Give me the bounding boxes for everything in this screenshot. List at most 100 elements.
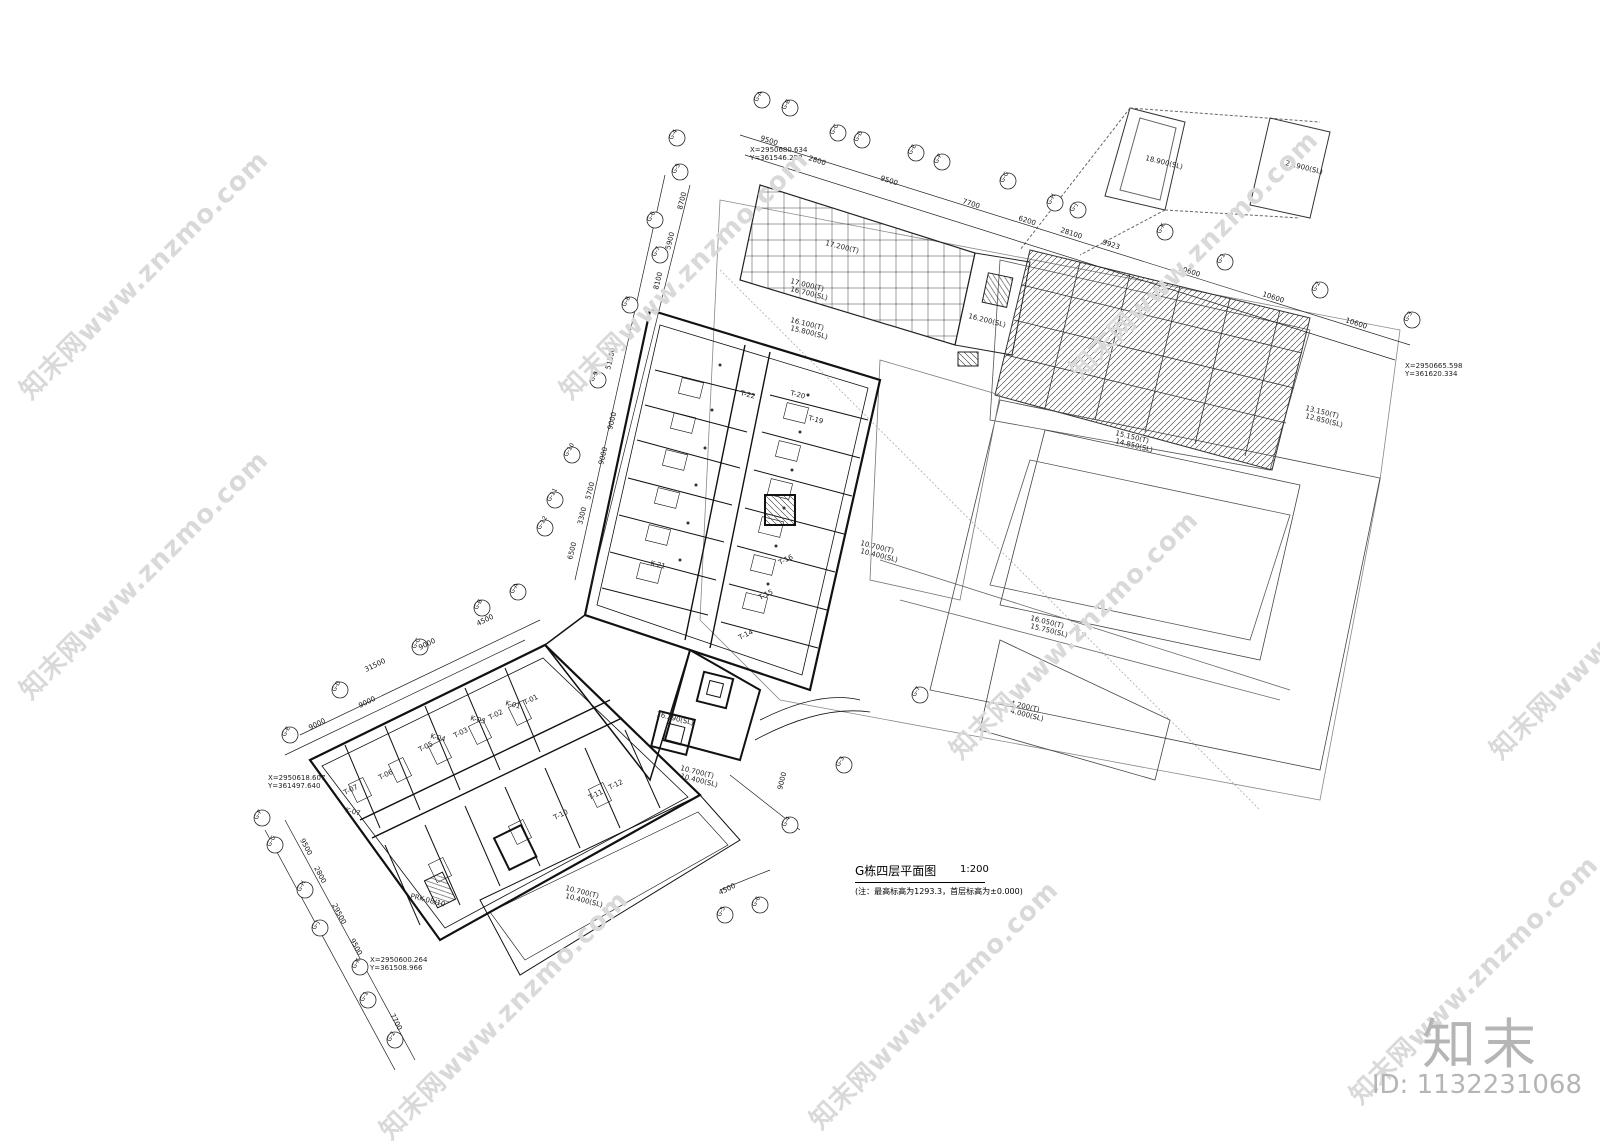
dimension-lower: 9000 bbox=[776, 771, 788, 790]
dimension-left: 6500 bbox=[566, 541, 578, 560]
axis-bubble-label: G-3 bbox=[1403, 310, 1414, 323]
podium-roof bbox=[699, 199, 1401, 811]
dimension-lower: 7700 bbox=[388, 1012, 403, 1031]
dimension-left: 5700 bbox=[584, 481, 596, 500]
roof-garden-grid bbox=[1005, 261, 1303, 457]
room-label: K-01 bbox=[505, 699, 522, 710]
upper-tower-wing bbox=[583, 308, 882, 692]
axis-bubble-label: G-2 bbox=[386, 1030, 397, 1043]
dimension-left: 9000 bbox=[606, 411, 618, 430]
axis-bubble-label: G-K bbox=[1156, 221, 1168, 235]
axis-bubble-label: G-7 bbox=[651, 245, 662, 258]
dimension-top: 10600 bbox=[1344, 316, 1368, 330]
detail-callouts bbox=[1019, 107, 1331, 256]
axis-bubble-label: G-F bbox=[933, 152, 944, 165]
room-label: K-07 bbox=[345, 806, 362, 817]
room-label: T-20 bbox=[789, 389, 807, 401]
dimension-lower: 31500 bbox=[363, 657, 387, 674]
dimension-top: 10600 bbox=[1261, 290, 1285, 304]
dimension-lower: 9000 bbox=[307, 717, 327, 732]
brand-id: ID: 1132231068 bbox=[1371, 1070, 1582, 1100]
coordinate-label: Y=361508.966 bbox=[369, 964, 423, 972]
dimension-lower: 9500 bbox=[348, 937, 363, 956]
elevation-label: 16.200(SL) bbox=[968, 312, 1007, 329]
axis-bubble-label: G-A bbox=[753, 89, 765, 103]
room-label: T-03 bbox=[451, 726, 469, 740]
coordinate-label: Y=361497.640 bbox=[267, 782, 320, 790]
coordinate-label: Y=361546.258 bbox=[749, 154, 802, 162]
axis-bubble-label: G-7 bbox=[911, 685, 922, 698]
room-label: T-01 bbox=[521, 693, 539, 707]
dimension-top: 7700 bbox=[961, 197, 980, 210]
room-label: T-12 bbox=[606, 778, 624, 792]
axis-bubble-label: G-4 bbox=[668, 128, 679, 141]
coordinate-label: X=2950618.607 bbox=[268, 774, 325, 782]
axis-bubble-label: G-K bbox=[351, 956, 363, 970]
top-stair-core bbox=[954, 252, 1031, 367]
axis-bubble-label: G-3 bbox=[835, 755, 846, 768]
room-label: K-03 bbox=[470, 714, 487, 725]
skylight-roof bbox=[739, 184, 976, 346]
axis-bubble-label: G-6 bbox=[751, 895, 762, 908]
lower-tower-wing bbox=[308, 643, 741, 976]
axis-bubble-label: G-9 bbox=[589, 370, 600, 383]
axis-bubble-label: G-C bbox=[829, 123, 841, 136]
room-label: T-16 bbox=[776, 553, 794, 567]
axis-bubble-label: G-J bbox=[311, 920, 322, 931]
axis-bubble-label: G-D bbox=[331, 679, 343, 693]
axis-bubble-label: G-B bbox=[781, 98, 792, 111]
dimension-left: 9000 bbox=[597, 446, 609, 465]
axis-bubble-label: G-2 bbox=[1311, 280, 1322, 293]
axis-bubble-label: G-H bbox=[1046, 193, 1058, 206]
plan-elevation-note: (注：最高标高为1293.3，首层标高为±0.000) bbox=[855, 887, 1023, 896]
axis-bubble-label: G-B bbox=[473, 598, 484, 611]
axis-bubble-label: G-H bbox=[296, 880, 308, 893]
axis-bubble-label: G-D bbox=[853, 129, 865, 143]
coordinate-label: X=2950680.634 bbox=[750, 146, 808, 154]
axis-bubble-label: G-E bbox=[907, 143, 918, 156]
room-label: T-22 bbox=[739, 389, 757, 401]
connecting-core bbox=[543, 614, 871, 782]
room-label: T-10 bbox=[551, 808, 569, 822]
axis-bubble-label: G-6 bbox=[646, 210, 657, 223]
plan-title: G栋四层平面图 bbox=[855, 864, 937, 878]
room-tags bbox=[678, 363, 810, 586]
dimension-lower: 4500 bbox=[717, 882, 737, 897]
title-underline bbox=[855, 882, 985, 883]
room-label: T-06 bbox=[376, 768, 394, 782]
dimension-lower: 9000 bbox=[357, 695, 377, 710]
axis-bubble-label: G-1 bbox=[1216, 252, 1227, 265]
room-label: T-07 bbox=[341, 783, 359, 797]
axis-bubbles bbox=[253, 91, 1421, 1049]
plan-scale: 1:200 bbox=[960, 864, 989, 875]
axis-bubble-label: G-8 bbox=[621, 295, 632, 308]
axis-bubble-label: G-5 bbox=[671, 162, 682, 175]
room-label: T-05 bbox=[416, 740, 434, 754]
dimension-top: 6200 bbox=[1017, 214, 1036, 227]
room-label: T-15 bbox=[756, 588, 774, 602]
axis-bubble-label: G-A bbox=[509, 581, 521, 595]
axis-bubble-label: G-C bbox=[411, 637, 423, 650]
dimension-lower: 9500 bbox=[298, 837, 313, 856]
dimension-left: 3300 bbox=[576, 506, 588, 525]
coordinate-label: Y=361620.334 bbox=[1404, 370, 1458, 378]
room-label: T-11 bbox=[586, 788, 604, 802]
plan-title-block: G栋四层平面图 1:200 (注：最高标高为1293.3，首层标高为±0.000… bbox=[855, 862, 1023, 897]
brand-logo: 知末 bbox=[1422, 1013, 1542, 1076]
room-label: T-19 bbox=[807, 414, 825, 426]
room-label: K-21 bbox=[650, 559, 667, 570]
coordinate-label: X=2950665.598 bbox=[1405, 362, 1462, 370]
room-label: K-04 bbox=[430, 732, 447, 744]
axis-bubble-label: G-5 bbox=[716, 905, 727, 918]
axis-bubble-label: G-4 bbox=[781, 815, 792, 828]
coordinate-label: X=2950600.264 bbox=[370, 956, 428, 964]
axis-bubble-label: G-E bbox=[281, 725, 292, 738]
room-label: T-02 bbox=[486, 708, 504, 722]
axis-bubble-label: G-J bbox=[1069, 202, 1080, 213]
dimension-top: 9500 bbox=[879, 174, 898, 187]
dimension-lower: 29500 bbox=[330, 902, 348, 925]
axis-bubble-label: G-1 bbox=[359, 990, 370, 1003]
axis-bubble-label: G-F bbox=[253, 808, 264, 821]
elevation-label: 18.900(SL) bbox=[1145, 154, 1184, 171]
